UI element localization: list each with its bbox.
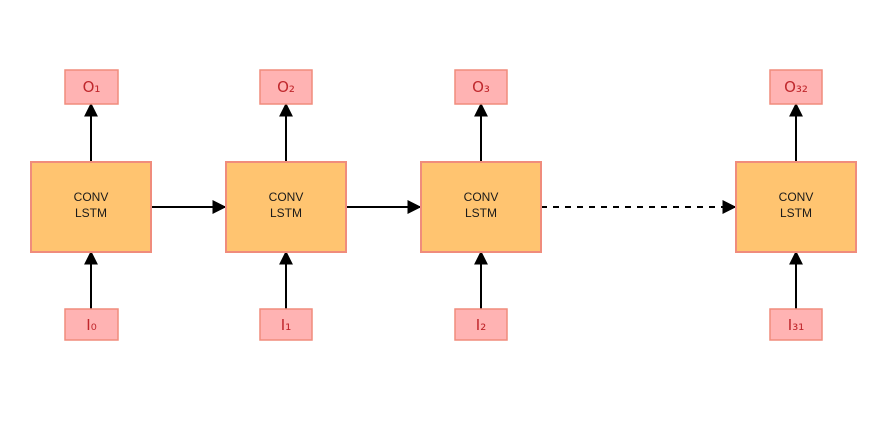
input-label-1: I₁ bbox=[281, 316, 291, 334]
cell-label-line2-0: LSTM bbox=[75, 206, 107, 220]
output-label-1: O₂ bbox=[277, 78, 295, 96]
cell-label-line1-3: CONV bbox=[779, 190, 814, 204]
cell-label-line1-2: CONV bbox=[464, 190, 499, 204]
output-box-0 bbox=[64, 69, 119, 105]
cell-label-line2-3: LSTM bbox=[780, 206, 812, 220]
output-box-1 bbox=[259, 69, 313, 105]
cell-box-0 bbox=[30, 161, 152, 253]
cell-box-1 bbox=[225, 161, 347, 253]
input-box-3 bbox=[769, 308, 823, 341]
input-box-2 bbox=[454, 308, 508, 341]
output-label-0: O₁ bbox=[83, 78, 101, 96]
lstm-cell-3: CONV LSTM O₃₂ I₃₁ bbox=[735, 69, 857, 341]
lstm-cell-1: CONV LSTM O₂ I₁ bbox=[225, 69, 347, 341]
lstm-cell-2: CONV LSTM O₃ I₂ bbox=[420, 69, 542, 341]
cell-box-3 bbox=[735, 161, 857, 253]
input-label-2: I₂ bbox=[476, 316, 486, 334]
cell-label-line1-1: CONV bbox=[269, 190, 304, 204]
cell-label-line1-0: CONV bbox=[74, 190, 109, 204]
cell-label-line2-1: LSTM bbox=[270, 206, 302, 220]
input-label-3: I₃₁ bbox=[788, 316, 804, 334]
cell-label-line2-2: LSTM bbox=[465, 206, 497, 220]
input-label-0: I₀ bbox=[86, 316, 96, 334]
output-label-3: O₃₂ bbox=[784, 78, 808, 96]
output-box-2 bbox=[454, 69, 508, 105]
output-box-3 bbox=[769, 69, 823, 105]
input-box-0 bbox=[64, 308, 119, 341]
cell-box-2 bbox=[420, 161, 542, 253]
output-label-2: O₃ bbox=[472, 78, 490, 96]
lstm-cell-0: CONV LSTM O₁ I₀ bbox=[30, 69, 152, 341]
input-box-1 bbox=[259, 308, 313, 341]
